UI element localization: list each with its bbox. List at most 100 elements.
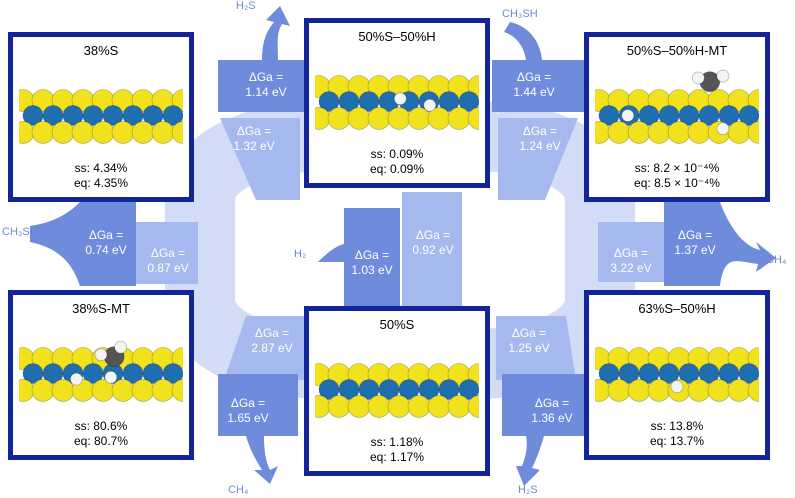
sulfur-atom bbox=[687, 379, 711, 402]
molecule-render-thumbnail bbox=[595, 319, 759, 413]
state-stats: ss: 13.8% eq: 13.7% bbox=[589, 419, 765, 449]
state-title: 50%S–50%H-MT bbox=[626, 43, 728, 58]
slab-render bbox=[315, 75, 479, 130]
activation-energy-label: ΔGa =1.25 eV bbox=[508, 326, 550, 355]
state-title: 63%S–50%H bbox=[638, 301, 716, 316]
slab-render bbox=[595, 347, 759, 402]
state-box-63s-50h: 63%S–50%H ss: 13.8% eq: 13.7% bbox=[584, 290, 770, 460]
flow-arrow-center-light bbox=[402, 192, 462, 308]
sulfur-atom bbox=[171, 379, 183, 402]
molecule-label-ch3sh-top: CH₃SH bbox=[502, 8, 538, 20]
sulfur-atom bbox=[131, 379, 155, 402]
sulfur-atom bbox=[111, 121, 135, 144]
molecule-render-thumbnail bbox=[315, 47, 479, 141]
sulfur-atom bbox=[687, 121, 711, 144]
molecule-label-h2s-bottom: H₂S bbox=[518, 484, 538, 496]
state-stats: ss: 4.34% eq: 4.35% bbox=[13, 161, 189, 191]
state-stats: ss: 0.09% eq: 0.09% bbox=[309, 147, 485, 177]
state-title: 50%S–50%H bbox=[358, 29, 436, 44]
molybdenum-atom bbox=[738, 363, 759, 384]
activation-energy-label: ΔGa =1.32 eV bbox=[233, 124, 275, 153]
sulfur-atom bbox=[171, 121, 183, 144]
steady-state-fraction: ss: 13.8% bbox=[650, 419, 704, 433]
steady-state-fraction: ss: 0.09% bbox=[370, 147, 424, 161]
sulfur-atom bbox=[51, 379, 75, 402]
flow-arrow-inner-top-left bbox=[220, 118, 300, 200]
activation-energy-label: ΔGa =0.74 eV bbox=[85, 228, 127, 257]
h2-uptake-arrow bbox=[318, 244, 344, 262]
molybdenum-atom bbox=[162, 363, 183, 384]
steady-state-fraction: ss: 1.18% bbox=[370, 435, 424, 449]
ch4-release-arrow-right bbox=[664, 202, 776, 286]
state-title: 38%S-MT bbox=[72, 301, 130, 316]
flow-arrow-bottom-right bbox=[502, 374, 586, 436]
sulfur-atom bbox=[151, 121, 175, 144]
state-box-38s: 38%S ss: 4.34% eq: 4.35% bbox=[8, 32, 194, 202]
equilibrium-fraction: eq: 0.09% bbox=[369, 162, 425, 176]
sulfur-atom bbox=[367, 395, 391, 418]
flow-arrow-inner-bottom-right bbox=[496, 316, 576, 380]
state-stats: ss: 8.2 × 10⁻⁴% eq: 8.5 × 10⁻⁴% bbox=[589, 161, 765, 191]
state-box-50s-50h: 50%S–50%H ss: 0.09% eq: 0.09% bbox=[304, 18, 490, 188]
adsorbate-atom bbox=[94, 348, 108, 362]
steady-state-fraction: ss: 8.2 × 10⁻⁴% bbox=[634, 161, 720, 175]
equilibrium-fraction: eq: 80.7% bbox=[73, 434, 129, 448]
sulfur-atom bbox=[111, 379, 135, 402]
adsorbate-atom bbox=[716, 69, 730, 83]
slab-render bbox=[19, 340, 183, 402]
state-title: 50%S bbox=[379, 317, 415, 332]
sulfur-atom bbox=[627, 379, 651, 402]
molecule-label-h2s-top: H₂S bbox=[236, 0, 256, 12]
flow-arrow-right-inner bbox=[598, 222, 664, 282]
activation-energy-label: ΔGa =2.87 eV bbox=[251, 326, 293, 355]
molecule-label-ch3sh-left: CH₃SH bbox=[2, 226, 38, 238]
adsorbate-atom bbox=[691, 71, 705, 85]
sulfur-atom bbox=[447, 107, 471, 130]
molybdenum-atom bbox=[162, 105, 183, 126]
sulfur-atom bbox=[327, 107, 351, 130]
adsorbate-atom bbox=[393, 92, 407, 106]
sulfur-atom bbox=[467, 107, 479, 130]
steady-state-fraction: ss: 80.6% bbox=[74, 419, 128, 433]
h2s-release-arrow-bottom bbox=[516, 436, 544, 486]
slab-render bbox=[595, 69, 759, 144]
molecule-render-thumbnail bbox=[19, 61, 183, 155]
equilibrium-fraction: eq: 4.35% bbox=[73, 176, 129, 190]
sulfur-atom bbox=[131, 121, 155, 144]
slab-render bbox=[19, 89, 183, 144]
steady-state-fraction: ss: 4.34% bbox=[74, 161, 128, 175]
sulfur-atom bbox=[727, 379, 751, 402]
adsorbate-atom bbox=[70, 372, 83, 386]
molecule-label-ch4-right: CH₄ bbox=[766, 254, 787, 266]
flow-arrow-center-dark bbox=[344, 208, 400, 312]
activation-energy-label: ΔGa =1.36 eV bbox=[531, 396, 573, 425]
sulfur-atom bbox=[607, 121, 631, 144]
h2s-release-arrow-top bbox=[262, 6, 290, 60]
sulfur-atom bbox=[647, 121, 671, 144]
sulfur-atom bbox=[31, 121, 55, 144]
sulfur-atom bbox=[91, 121, 115, 144]
sulfur-atom bbox=[407, 395, 431, 418]
molybdenum-atom bbox=[458, 91, 479, 112]
state-stats: ss: 1.18% eq: 1.17% bbox=[309, 435, 485, 465]
molecule-label-h2: H₂ bbox=[294, 248, 307, 260]
sulfur-atom bbox=[747, 121, 759, 144]
activation-energy-label: ΔGa =1.24 eV bbox=[519, 124, 561, 153]
sulfur-atom bbox=[467, 395, 479, 418]
flow-arrow-inner-bottom-left bbox=[224, 316, 306, 380]
sulfur-atom bbox=[387, 395, 411, 418]
flow-arrow-left-inner bbox=[136, 222, 198, 284]
state-box-38s-mt: 38%S-MT ss: 80.6% eq: 80.7% bbox=[8, 290, 194, 460]
sulfur-atom bbox=[667, 121, 691, 144]
ch4-release-arrow-bottom bbox=[246, 436, 278, 484]
activation-energy-label: ΔGa =3.22 eV bbox=[610, 246, 652, 275]
sulfur-atom bbox=[707, 379, 731, 402]
ch3sh-uptake-arrow-top bbox=[504, 22, 542, 60]
equilibrium-fraction: eq: 13.7% bbox=[649, 434, 705, 448]
activation-energy-label: ΔGa =0.92 eV bbox=[412, 228, 454, 257]
molecule-label-ch4-bottom: CH₄ bbox=[228, 484, 249, 496]
sulfur-atom bbox=[427, 395, 451, 418]
sulfur-atom bbox=[327, 395, 351, 418]
molecule-render-thumbnail bbox=[315, 335, 479, 429]
